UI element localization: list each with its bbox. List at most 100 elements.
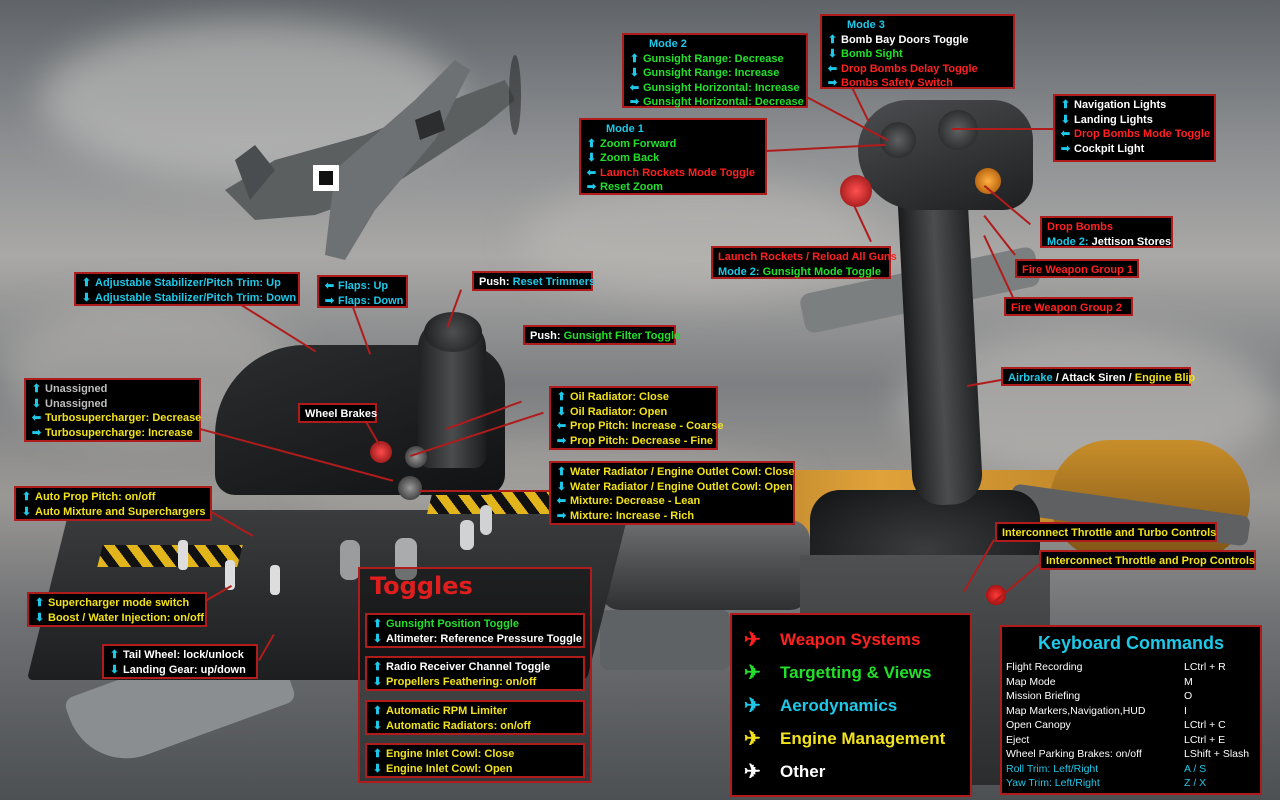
callout-line: ⬇Altimeter: Reference Pressure Toggle bbox=[372, 632, 582, 647]
keyboard-key: LCtrl + R bbox=[1184, 661, 1226, 673]
line-list: ⬆Bomb Bay Doors Toggle⬇Bomb Sight⬅Drop B… bbox=[827, 33, 1008, 91]
callout-line: ⬅Flaps: Up bbox=[324, 279, 401, 294]
callout-flaps: ⬅Flaps: Up➡Flaps: Down bbox=[317, 275, 408, 308]
callout-line-text: Radio Receiver Channel Toggle bbox=[386, 661, 551, 673]
callout-line: ⬆Radio Receiver Channel Toggle bbox=[372, 660, 578, 675]
callout-line: ⬇Automatic Radiators: on/off bbox=[372, 719, 578, 734]
callout-title: Mode 1 bbox=[606, 123, 644, 135]
callout-line: ➡Reset Zoom bbox=[586, 180, 760, 195]
plane-icon: ✈ bbox=[744, 629, 761, 651]
callout-line: ⬆Gunsight Range: Decrease bbox=[629, 52, 801, 67]
arrow-up-icon: ⬆ bbox=[372, 618, 383, 630]
callout-line-text: Gunsight Horizontal: Increase bbox=[643, 81, 800, 94]
callout-line-text: Turbosupercharge: Increase bbox=[45, 426, 193, 439]
arrow-up-icon: ⬆ bbox=[556, 466, 567, 478]
plane-icon: ✈ bbox=[744, 728, 761, 750]
interconnect-prop-label: Interconnect Throttle and Prop Controls bbox=[1046, 555, 1256, 567]
push-label: Push: bbox=[479, 276, 510, 288]
callout-auto-prop: ⬆Auto Prop Pitch: on/off⬇Auto Mixture an… bbox=[14, 486, 212, 521]
callout-line-text: Navigation Lights bbox=[1074, 99, 1167, 111]
arrow-left-icon: ⬅ bbox=[629, 81, 640, 94]
callout-line: ⬇Landing Gear: up/down bbox=[109, 663, 251, 678]
keyboard-action: Open Canopy bbox=[1006, 719, 1071, 731]
callout-line-text: Bomb Bay Doors Toggle bbox=[841, 33, 969, 46]
arrow-down-icon: ⬇ bbox=[21, 505, 32, 518]
callout-tail-wheel: ⬆Tail Wheel: lock/unlock⬇Landing Gear: u… bbox=[102, 644, 258, 679]
callout-interconnect-turbo: Interconnect Throttle and Turbo Controls bbox=[995, 522, 1217, 542]
separator: / bbox=[1125, 372, 1135, 384]
callout-line: ⬇Bomb Sight bbox=[827, 47, 1008, 62]
callout-line-text: Prop Pitch: Increase - Coarse bbox=[570, 420, 724, 432]
keyboard-action: Map Markers,Navigation,HUD bbox=[1006, 704, 1146, 717]
callout-line-text: Landing Gear: up/down bbox=[123, 663, 246, 676]
keyboard-action: Yaw Trim: Left/Right bbox=[1006, 777, 1100, 789]
callout-line: ⬅Mixture: Decrease - Lean bbox=[556, 494, 788, 509]
arrow-down-icon: ⬇ bbox=[109, 663, 120, 676]
arrow-right-icon: ➡ bbox=[629, 96, 640, 108]
line-list: ⬆Adjustable Stabilizer/Pitch Trim: Up⬇Ad… bbox=[81, 276, 296, 305]
keyboard-title: Keyboard Commands bbox=[1037, 633, 1225, 653]
callout-line: ⬇Zoom Back bbox=[586, 151, 760, 166]
keyboard-key: Z / X bbox=[1184, 777, 1207, 789]
arrow-left-icon: ⬅ bbox=[556, 495, 567, 507]
callout-line: ➡Flaps: Down bbox=[324, 294, 404, 309]
callout-line: ⬆Navigation Lights bbox=[1060, 98, 1209, 113]
callout-line: ⬇Gunsight Range: Increase bbox=[629, 66, 801, 81]
legend-label: Aerodynamics bbox=[780, 695, 898, 715]
line-list: ⬆Tail Wheel: lock/unlock⬇Landing Gear: u… bbox=[109, 648, 251, 677]
toggle-group: ⬆Automatic RPM Limiter⬇Automatic Radiato… bbox=[365, 700, 585, 735]
line-list: ⬆Supercharger mode switch⬇Boost / Water … bbox=[34, 596, 204, 625]
callout-line-text: Propellers Feathering: on/off bbox=[386, 675, 537, 688]
drop-bombs-label: Drop Bombs bbox=[1047, 221, 1113, 233]
callout-line-text: Mixture: Increase - Rich bbox=[570, 509, 695, 522]
arrow-down-icon: ⬇ bbox=[556, 405, 567, 418]
arrow-down-icon: ⬇ bbox=[629, 67, 640, 79]
keyboard-action: Mission Briefing bbox=[1006, 690, 1081, 702]
callout-line: ⬆Engine Inlet Cowl: Close bbox=[372, 747, 578, 762]
legend-label: Other bbox=[780, 761, 826, 781]
legend-label: Targetting & Views bbox=[780, 662, 932, 682]
arrow-right-icon: ➡ bbox=[31, 426, 42, 439]
callout-line-text: Altimeter: Reference Pressure Toggle bbox=[386, 632, 583, 645]
callout-line-text: Drop Bombs Mode Toggle bbox=[1074, 128, 1211, 140]
callout-line: ⬇Oil Radiator: Open bbox=[556, 405, 711, 420]
callout-mode3: Mode 3 ⬆Bomb Bay Doors Toggle⬇Bomb Sight… bbox=[820, 14, 1015, 89]
arrow-left-icon: ⬅ bbox=[586, 166, 597, 179]
callout-line-text: Unassigned bbox=[45, 383, 108, 395]
toggle-group: ⬆Gunsight Position Toggle⬇Altimeter: Ref… bbox=[365, 613, 585, 648]
callout-line-text: Launch Rockets Mode Toggle bbox=[600, 166, 756, 179]
wheel-brakes-label: Wheel Brakes bbox=[305, 408, 378, 420]
callout-line-text: Prop Pitch: Decrease - Fine bbox=[570, 434, 714, 447]
engine-blip-label: Engine Blip bbox=[1134, 372, 1196, 384]
callout-line-text: Automatic Radiators: on/off bbox=[386, 719, 531, 732]
arrow-down-icon: ⬇ bbox=[1060, 113, 1071, 126]
gunsight-filter-label: Gunsight Filter Toggle bbox=[563, 330, 681, 342]
attack-siren-label: Attack Siren bbox=[1061, 372, 1126, 384]
legend-label: Engine Management bbox=[780, 728, 946, 748]
legend-panel: ✈Weapon Systems✈Targetting & Views✈Aerod… bbox=[730, 613, 972, 797]
callout-wheel-brakes: Wheel Brakes bbox=[298, 403, 377, 423]
callout-line: ⬆Gunsight Position Toggle bbox=[372, 617, 578, 632]
arrow-down-icon: ⬇ bbox=[372, 762, 383, 775]
callout-water-radiator: ⬆Water Radiator / Engine Outlet Cowl: Cl… bbox=[549, 461, 795, 525]
callout-reset-trimmers: Push: Reset Trimmers bbox=[472, 271, 595, 291]
legend-item: ✈Weapon Systems bbox=[744, 623, 970, 656]
callout-line: ⬆Tail Wheel: lock/unlock bbox=[109, 648, 251, 663]
callout-line-text: Drop Bombs Delay Toggle bbox=[841, 62, 978, 75]
launch-rockets-label: Launch Rockets / Reload All Guns bbox=[718, 251, 897, 263]
arrow-left-icon: ⬅ bbox=[324, 280, 335, 292]
callout-line-text: Water Radiator / Engine Outlet Cowl: Ope… bbox=[570, 480, 793, 493]
callout-mode1: Mode 1 ⬆Zoom Forward⬇Zoom Back⬅Launch Ro… bbox=[579, 118, 767, 195]
line-list: ⬆Zoom Forward⬇Zoom Back⬅Launch Rockets M… bbox=[586, 137, 760, 195]
callout-line: ⬅Gunsight Horizontal: Increase bbox=[629, 81, 801, 96]
toggle-group: ⬆Engine Inlet Cowl: Close⬇Engine Inlet C… bbox=[365, 743, 585, 778]
callout-line: ➡Cockpit Light bbox=[1060, 142, 1209, 157]
callout-line-text: Adjustable Stabilizer/Pitch Trim: Up bbox=[95, 277, 281, 289]
arrow-down-icon: ⬇ bbox=[81, 291, 92, 304]
arrow-up-icon: ⬆ bbox=[109, 649, 120, 661]
